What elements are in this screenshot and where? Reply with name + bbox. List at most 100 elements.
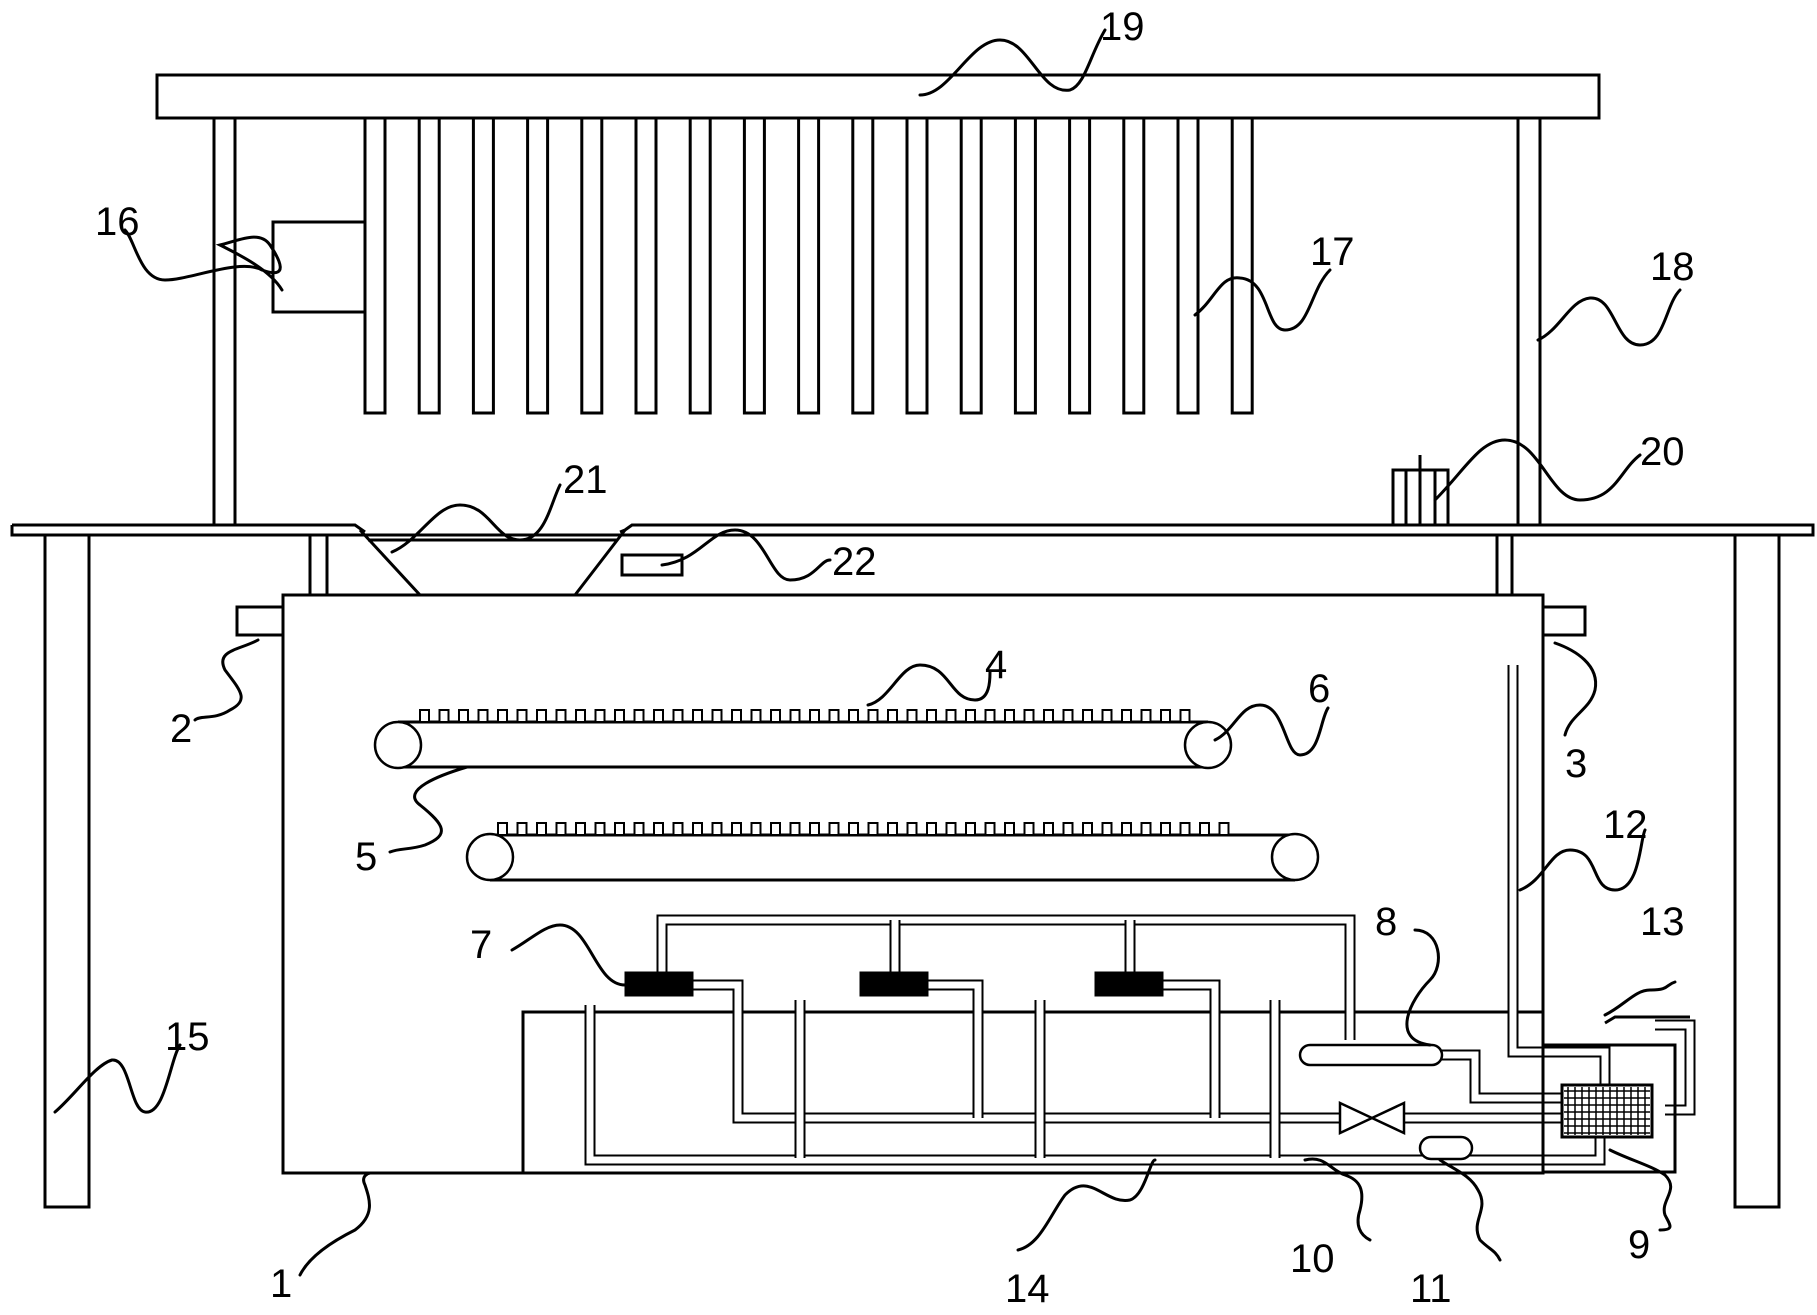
- belt-tooth: [555, 822, 567, 836]
- leader-lines: [53, 28, 1682, 1277]
- fin: [417, 116, 441, 415]
- belt-tooth: [1082, 709, 1093, 723]
- label-19: 19: [1100, 5, 1145, 49]
- belt-tooth: [711, 822, 723, 836]
- pump-housing: [1541, 1043, 1677, 1174]
- label-21: 21: [563, 458, 608, 502]
- belt-tooth: [1218, 822, 1230, 836]
- belt-tooth: [887, 709, 898, 723]
- fin: [959, 116, 983, 415]
- belt-tooth: [497, 709, 508, 723]
- fin: [580, 116, 604, 415]
- belt-tooth: [438, 709, 450, 723]
- lower-roller-left: [465, 832, 515, 882]
- belt-tooth: [809, 822, 820, 836]
- upper-belt-teeth: [419, 709, 1191, 723]
- belt-tooth: [906, 822, 918, 836]
- belt-tooth: [633, 822, 645, 836]
- belt-tooth: [1140, 709, 1152, 723]
- belt-tooth: [867, 822, 879, 836]
- belt-tooth: [731, 822, 742, 836]
- belt-tooth: [1121, 709, 1132, 723]
- top-device: [1391, 455, 1450, 527]
- belt-tooth: [945, 822, 957, 836]
- filter-pump: [1560, 1083, 1654, 1139]
- belt-tooth: [750, 709, 762, 723]
- spray-nozzle-1: [624, 971, 694, 997]
- belt-tooth: [1043, 822, 1054, 836]
- belt-tooth: [575, 822, 586, 836]
- belt-tooth: [848, 709, 859, 723]
- belt-tooth: [1179, 822, 1191, 836]
- drain-fitting: [1418, 1135, 1474, 1161]
- belt-tooth: [555, 709, 567, 723]
- label-9: 9: [1628, 1223, 1650, 1267]
- label-7: 7: [470, 923, 492, 967]
- belt-tooth: [1062, 822, 1074, 836]
- fin: [797, 116, 821, 415]
- label-5: 5: [355, 835, 377, 879]
- label-12: 12: [1603, 803, 1648, 847]
- belt-tooth: [945, 709, 957, 723]
- label-22: 22: [832, 540, 877, 584]
- belt-tooth: [594, 822, 606, 836]
- belt-tooth: [672, 822, 684, 836]
- main-chamber: [281, 593, 1545, 1175]
- belt-tooth: [789, 822, 801, 836]
- valve: [1338, 1101, 1406, 1135]
- belt-tooth: [1062, 709, 1074, 723]
- pipe-network: [584, 665, 1696, 1166]
- label-6: 6: [1308, 667, 1330, 711]
- belt-tooth: [750, 822, 762, 836]
- left-leg: [43, 533, 91, 1209]
- bottom-tank: [521, 1010, 1545, 1175]
- fin: [1230, 116, 1254, 415]
- fin: [1013, 116, 1037, 415]
- fin: [851, 116, 875, 415]
- belt-tooth: [497, 822, 508, 836]
- label-14: 14: [1005, 1267, 1050, 1310]
- inlet-port: [235, 605, 285, 637]
- label-2: 2: [170, 707, 192, 751]
- left-support-post: [212, 118, 237, 525]
- label-10: 10: [1290, 1237, 1335, 1281]
- fin: [742, 116, 766, 415]
- fin: [1068, 116, 1092, 415]
- label-4: 4: [985, 643, 1007, 687]
- belt-tooth: [1101, 709, 1113, 723]
- belt-tooth: [1121, 822, 1132, 836]
- belt-tooth: [731, 709, 742, 723]
- lower-conveyor: [465, 822, 1320, 882]
- side-box: [271, 220, 367, 314]
- label-13: 13: [1640, 900, 1685, 944]
- right-support-post: [1516, 118, 1542, 525]
- belt-tooth: [1160, 709, 1171, 723]
- belt-tooth: [984, 709, 996, 723]
- belt-tooth: [887, 822, 898, 836]
- fin: [1176, 116, 1200, 415]
- fin: [688, 116, 712, 415]
- belt-tooth: [926, 822, 937, 836]
- outlet-port: [1541, 605, 1587, 637]
- belt-tooth: [965, 822, 976, 836]
- belt-tooth: [809, 709, 820, 723]
- feed-hopper: [358, 528, 627, 597]
- label-1: 1: [270, 1262, 292, 1306]
- belt-tooth: [653, 822, 664, 836]
- belt-tooth: [1101, 822, 1113, 836]
- belt-tooth: [828, 709, 840, 723]
- label-16: 16: [95, 200, 140, 244]
- belt-tooth: [614, 709, 625, 723]
- belt-tooth: [575, 709, 586, 723]
- table-top: [10, 523, 1815, 537]
- belt-tooth: [692, 822, 703, 836]
- belt-tooth: [1140, 822, 1152, 836]
- fin: [471, 116, 495, 415]
- heater-tube: [1298, 1043, 1444, 1067]
- top-plate: [155, 73, 1601, 120]
- belt-tooth: [419, 709, 430, 723]
- label-17: 17: [1310, 230, 1355, 274]
- belt-tooth: [906, 709, 918, 723]
